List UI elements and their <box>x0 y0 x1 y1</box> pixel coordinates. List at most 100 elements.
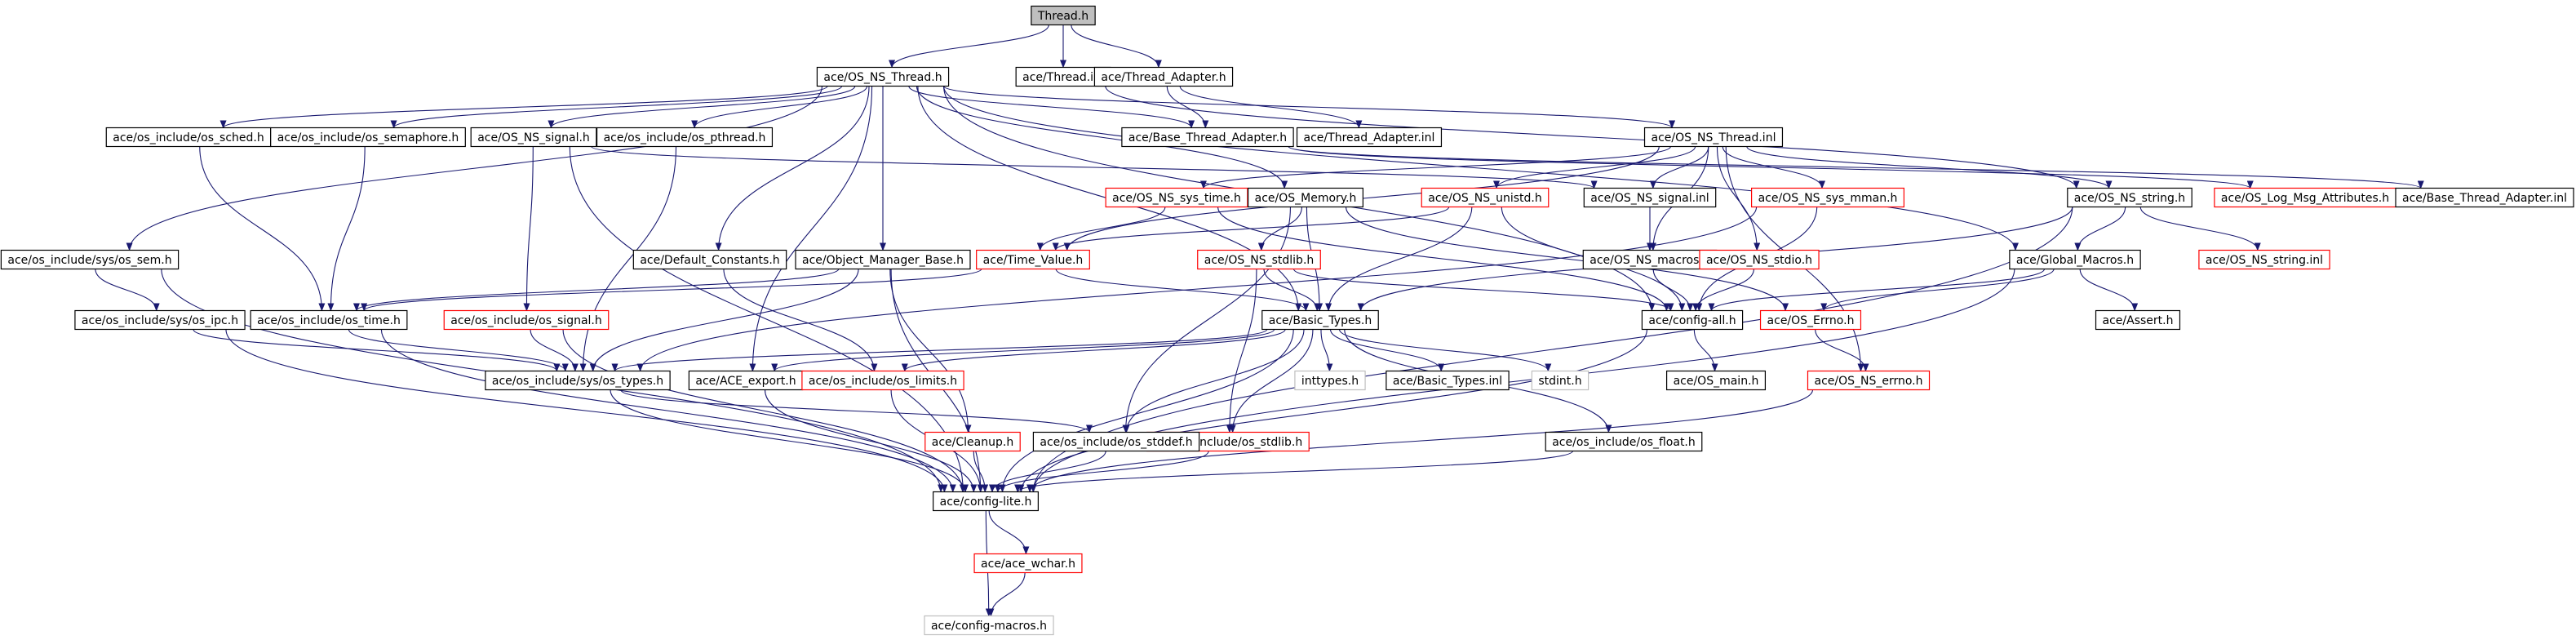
node-os-ns-macros[interactable]: ace/OS_NS_macros.h <box>1582 249 1718 270</box>
node-label: ace/OS_NS_signal.inl <box>1590 192 1709 205</box>
node-box <box>801 370 964 391</box>
node-os-ns-sys-time[interactable]: ace/OS_NS_sys_time.h <box>1105 187 1248 208</box>
edge-os-ns-sys-time-to-config-all <box>1217 207 1670 312</box>
edge-thread-h-to-thread-adapter-h <box>1071 24 1162 69</box>
node-label: ace/os_include/os_semaphore.h <box>277 131 459 144</box>
node-box <box>976 249 1090 270</box>
node-cleanup[interactable]: ace/Cleanup.h <box>924 431 1021 452</box>
node-object-manager-base[interactable]: ace/Object_Manager_Base.h <box>795 249 971 270</box>
node-os-ns-string-h[interactable]: ace/OS_NS_string.h <box>2067 187 2192 208</box>
node-os-float[interactable]: ace/os_include/os_float.h <box>1545 431 1703 452</box>
node-sys-os-types[interactable]: ace/os_include/sys/os_types.h <box>485 370 671 391</box>
edge-cleanup-to-config-lite <box>973 451 989 493</box>
node-assert-h[interactable]: ace/Assert.h <box>2095 309 2181 331</box>
node-box <box>250 309 408 331</box>
edge-os-ns-thread-inl-to-os-ns-stdio <box>1716 146 1761 251</box>
node-label: inttypes.h <box>1301 375 1359 388</box>
node-box <box>632 249 787 270</box>
edge-os-ns-sys-mman-to-sys-os-types <box>636 207 1758 372</box>
node-os-ns-string-inl[interactable]: ace/OS_NS_string.inl <box>2198 249 2330 270</box>
node-time-value[interactable]: ace/Time_Value.h <box>976 249 1090 270</box>
node-ace-thread-inl[interactable]: ace/Thread.inl <box>1015 66 1111 87</box>
node-box <box>2067 187 2192 208</box>
node-label: ace/os_include/sys/os_types.h <box>492 375 663 388</box>
node-os-pthread[interactable]: ace/os_include/os_pthread.h <box>596 127 774 148</box>
node-thread-adapter-inl[interactable]: ace/Thread_Adapter.inl <box>1296 127 1443 148</box>
node-label: ace/OS_NS_Thread.inl <box>1652 131 1776 144</box>
node-thread-adapter-h[interactable]: ace/Thread_Adapter.h <box>1093 66 1234 87</box>
node-config-all[interactable]: ace/config-all.h <box>1641 309 1744 331</box>
node-box <box>1583 187 1717 208</box>
node-os-stddef[interactable]: ace/os_include/os_stddef.h <box>1032 431 1200 452</box>
node-label: ace/os_include/os_sched.h <box>113 131 264 144</box>
node-box <box>1641 309 1744 331</box>
node-box <box>443 309 610 331</box>
edge-os-ns-stdio-to-config-all <box>1692 269 1754 312</box>
node-global-macros[interactable]: ace/Global_Macros.h <box>2009 249 2141 270</box>
node-os-memory[interactable]: ace/OS_Memory.h <box>1248 187 1363 208</box>
node-os-sched[interactable]: ace/os_include/os_sched.h <box>105 127 272 148</box>
node-os-ns-stdio[interactable]: ace/OS_NS_stdio.h <box>1699 249 1820 270</box>
edge-os-ns-stdlib-to-os-stdlib <box>1226 269 1257 433</box>
node-box <box>470 127 597 148</box>
edge-os-signal-to-config-lite <box>562 329 966 493</box>
node-default-constants[interactable]: ace/Default_Constants.h <box>632 249 787 270</box>
edge-os-time-to-config-lite <box>380 329 956 493</box>
node-os-ns-errno[interactable]: ace/OS_NS_errno.h <box>1807 370 1931 391</box>
edge-os-pthread-to-sys-os-types <box>579 146 677 372</box>
node-os-main[interactable]: ace/OS_main.h <box>1665 370 1767 391</box>
node-ace-export[interactable]: ace/ACE_export.h <box>688 370 804 391</box>
edge-thread-adapter-h-to-thread-adapter-inl <box>1179 86 1363 129</box>
node-box <box>1421 187 1550 208</box>
edge-time-value-to-os-time <box>361 269 982 312</box>
node-sys-os-sem[interactable]: ace/os_include/sys/os_sem.h <box>0 249 180 270</box>
edge-os-ns-thread-h-to-os-sched <box>219 86 828 129</box>
node-os-errno[interactable]: ace/OS_Errno.h <box>1759 309 1862 331</box>
edge-os-ns-thread-inl-to-os-ns-sys-time <box>1200 146 1671 189</box>
node-os-ns-signal-inl[interactable]: ace/OS_NS_signal.inl <box>1583 187 1717 208</box>
edge-sys-os-ipc-to-sys-os-types <box>193 329 561 372</box>
node-os-signal[interactable]: ace/os_include/os_signal.h <box>443 309 610 331</box>
edge-base-thread-adapter-h-to-base-thread-adapter-inl <box>1288 146 2424 189</box>
node-os-limits[interactable]: ace/os_include/os_limits.h <box>801 370 964 391</box>
node-box <box>1807 370 1931 391</box>
node-os-time[interactable]: ace/os_include/os_time.h <box>250 309 408 331</box>
node-label: ace/os_include/os_float.h <box>1552 436 1696 449</box>
node-os-ns-thread-h[interactable]: ace/OS_NS_Thread.h <box>816 66 950 87</box>
node-label: ace/Cleanup.h <box>932 436 1013 449</box>
node-label: ace/OS_NS_unistd.h <box>1428 192 1542 205</box>
edge-os-ns-sys-time-to-time-value <box>1036 207 1166 251</box>
edge-basic-types-h-to-ace-export <box>771 329 1275 372</box>
node-label: ace/os_include/os_pthread.h <box>604 131 766 144</box>
node-sys-os-ipc[interactable]: ace/os_include/sys/os_ipc.h <box>74 309 246 331</box>
edge-basic-types-h-to-basic-types-inl <box>1329 329 1445 372</box>
edge-os-memory-to-os-ns-stdlib <box>1257 207 1302 251</box>
node-label: ace/OS_NS_stdio.h <box>1706 254 1812 267</box>
node-basic-types-h[interactable]: ace/Basic_Types.h <box>1261 309 1379 331</box>
edge-os-ns-string-h-to-os-ns-string-inl <box>2139 207 2261 251</box>
edge-os-memory-to-os-stddef <box>1122 207 1291 433</box>
node-os-ns-signal-h[interactable]: ace/OS_NS_signal.h <box>470 127 597 148</box>
node-base-thread-adapter-inl[interactable]: ace/Base_Thread_Adapter.inl <box>2395 187 2574 208</box>
node-label: ace/OS_NS_errno.h <box>1814 375 1922 388</box>
node-os-ns-unistd[interactable]: ace/OS_NS_unistd.h <box>1421 187 1550 208</box>
edge-thread-h-to-os-ns-thread-h <box>889 24 1049 69</box>
node-os-ns-stdlib[interactable]: ace/OS_NS_stdlib.h <box>1197 249 1321 270</box>
node-base-thread-adapter-h[interactable]: ace/Base_Thread_Adapter.h <box>1121 127 1294 148</box>
node-thread-h[interactable]: Thread.h <box>1031 5 1096 26</box>
node-box <box>1699 249 1820 270</box>
edge-os-ns-thread-h-to-os-semaphore <box>390 86 843 129</box>
node-ace-wchar[interactable]: ace/ace_wchar.h <box>973 553 1083 574</box>
node-os-ns-sys-mman[interactable]: ace/OS_NS_sys_mman.h <box>1751 187 1904 208</box>
node-basic-types-inl[interactable]: ace/Basic_Types.inl <box>1386 370 1510 391</box>
node-box <box>2395 187 2574 208</box>
node-box <box>795 249 971 270</box>
edge-os-signal-to-sys-os-types <box>530 329 579 372</box>
edge-os-memory-to-os-errno <box>1345 207 1789 312</box>
node-os-ns-thread-inl[interactable]: ace/OS_NS_Thread.inl <box>1643 127 1784 148</box>
edge-os-ns-errno-to-config-lite <box>1026 389 1814 493</box>
edge-os-ns-signal-h-to-config-lite <box>569 146 967 493</box>
node-os-log-msg-attr[interactable]: ace/OS_Log_Msg_Attributes.h <box>2214 187 2396 208</box>
node-config-lite[interactable]: ace/config-lite.h <box>933 491 1039 512</box>
node-os-semaphore[interactable]: ace/os_include/os_semaphore.h <box>270 127 466 148</box>
